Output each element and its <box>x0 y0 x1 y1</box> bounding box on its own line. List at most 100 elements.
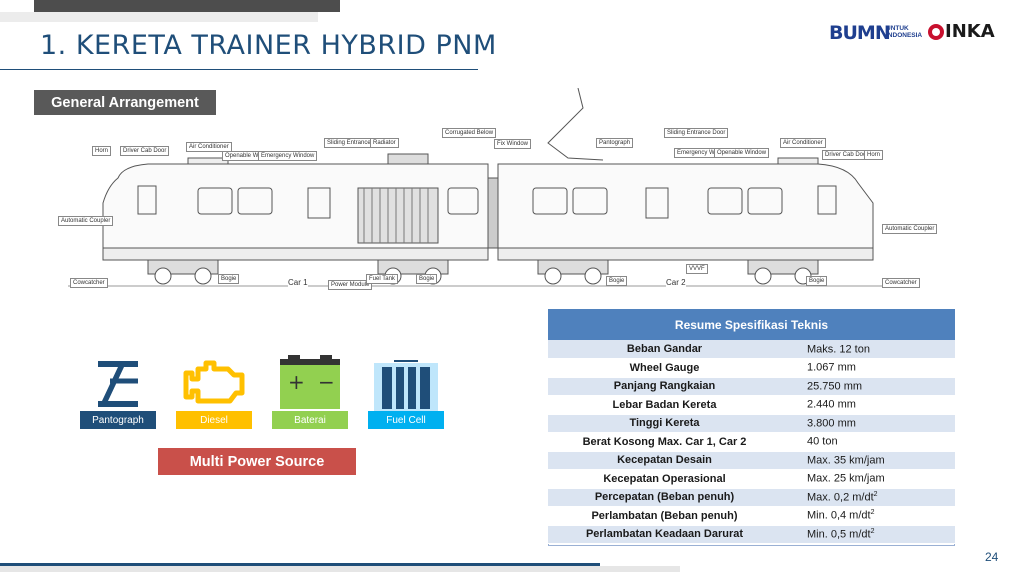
car-1-label: Car 1 <box>288 278 308 287</box>
window-2 <box>237 187 273 215</box>
radiator-grille <box>357 187 439 244</box>
gangway-bellows <box>487 177 499 249</box>
callout-bogie-1: Bogie <box>218 274 240 284</box>
spec-value: 1.067 mm <box>781 358 955 378</box>
callout-horn-right: Horn <box>864 150 884 160</box>
spec-value: Maks. 12 ton <box>781 340 955 359</box>
spec-value: 3.800 mm <box>781 414 955 433</box>
callout-cowcatcher-right: Cowcatcher <box>882 278 920 288</box>
spec-key: Berat Kosong Max. Car 1, Car 2 <box>548 432 781 452</box>
spec-key: Beban Gandar <box>548 340 781 359</box>
aircon-unit-right <box>777 157 819 165</box>
callout-openable-window-right: Openable Window <box>714 148 770 158</box>
spec-key: Percepatan (Beban penuh) <box>548 488 781 507</box>
callout-vvvf: VVVF <box>686 264 708 274</box>
bumn-logo-subtext: UNTUK INDONESIA <box>886 25 926 39</box>
spec-value-text: Max. 35 km/jam <box>807 454 885 467</box>
spec-value: Min. 0,4 m/dt2 <box>781 506 955 526</box>
general-arrangement-label: General Arrangement <box>34 90 216 115</box>
callout-power-module: Power Module <box>328 280 373 290</box>
spec-value: Max. 25 km/jam <box>781 469 955 489</box>
top-accent-bar-light <box>0 12 318 22</box>
callout-air-conditioner-right: Air Conditioner <box>780 138 826 148</box>
bumn-logo: BUMN <box>829 22 891 44</box>
callout-radiator: Radiator <box>370 138 399 148</box>
page-number: 24 <box>985 550 999 564</box>
underframe-car2 <box>497 247 874 261</box>
underframe-car1 <box>102 247 489 261</box>
spec-key: Perlambatan (Beban penuh) <box>548 506 781 526</box>
callout-sliding-door-right: Sliding Entrance Door <box>664 128 729 138</box>
window-3 <box>447 187 479 215</box>
train-side-view <box>68 87 918 287</box>
callout-bogie-4: Bogie <box>806 276 828 286</box>
spec-row: Beban Gandar Maks. 12 ton <box>548 340 955 359</box>
spec-value: 40 ton <box>781 432 955 452</box>
window-6 <box>707 187 743 215</box>
spec-value: Max. 0,2 m/dt2 <box>781 488 955 507</box>
callout-coupler-left: Automatic Coupler <box>58 216 114 226</box>
spec-value-text: 3.800 mm <box>807 417 856 430</box>
footer-bar-grey <box>0 566 680 572</box>
cab-window-right <box>817 185 837 215</box>
spec-value-text: 2.440 mm <box>807 399 856 412</box>
spec-row: Perlambatan (Beban penuh)Min. 0,4 m/dt2 <box>548 506 955 526</box>
radiator-roof-unit <box>387 153 429 165</box>
spec-key: Perlambatan Keadaan Darurat <box>548 525 781 544</box>
diesel-engine-icon <box>176 355 252 411</box>
spec-key: Lebar Badan Kereta <box>548 395 781 415</box>
callout-horn-left: Horn <box>92 146 112 156</box>
title-underline <box>0 69 478 70</box>
spec-key: Tinggi Kereta <box>548 414 781 433</box>
multi-power-source-label: Multi Power Source <box>158 448 356 475</box>
spec-value-text: Max. 25 km/jam <box>807 473 885 486</box>
spec-table-title: Resume Spesifikasi Teknis <box>548 309 955 340</box>
svg-text:−: − <box>318 370 335 394</box>
spec-key: Kecepatan Desain <box>548 451 781 470</box>
callout-air-conditioner-left: Air Conditioner <box>186 142 232 152</box>
spec-value-text: Max. 0,2 m/dt <box>807 491 874 504</box>
battery-tag: Baterai <box>272 411 348 429</box>
spec-value-text: Min. 0,4 m/dt <box>807 510 871 523</box>
spec-value-text: Min. 0,5 m/dt <box>807 528 871 541</box>
window-4 <box>532 187 568 215</box>
fuel-cell-tag: Fuel Cell <box>368 411 444 429</box>
spec-value-superscript: 2 <box>873 490 878 498</box>
callout-cowcatcher-left: Cowcatcher <box>70 278 108 288</box>
bumn-sub-line-2: INDONESIA <box>886 32 923 39</box>
spec-row: Lebar Badan Kereta 2.440 mm <box>548 395 955 415</box>
spec-row: Tinggi Kereta 3.800 mm <box>548 414 955 433</box>
door-window-2 <box>645 187 669 219</box>
diesel-tag: Diesel <box>176 411 252 429</box>
callout-coupler-right: Automatic Coupler <box>882 224 938 234</box>
top-accent-bar-dark <box>34 0 340 12</box>
svg-text:+: + <box>288 370 305 394</box>
window-7 <box>747 187 783 215</box>
spec-value: Min. 0,5 m/dt2 <box>781 525 955 544</box>
spec-row: Percepatan (Beban penuh)Max. 0,2 m/dt2 <box>548 488 955 507</box>
window-1 <box>197 187 233 215</box>
spec-row: Kecepatan Desain Max. 35 km/jam <box>548 451 955 470</box>
inka-mark-icon <box>928 23 944 40</box>
aircon-unit-left <box>187 157 229 165</box>
inka-logo-text: INKA <box>945 21 995 42</box>
spec-row: Kecepatan Operasional Max. 25 km/jam <box>548 469 955 489</box>
page-title: 1. KERETA TRAINER HYBRID PNM <box>40 30 497 61</box>
pantograph-sketch <box>547 87 604 161</box>
spec-value-text: 25.750 mm <box>807 380 863 393</box>
fuel-cell-icon <box>368 355 444 411</box>
cab-window-left <box>137 185 157 215</box>
spec-value-text: 1.067 mm <box>807 362 856 375</box>
callout-driver-cab-door-left: Driver Cab Door <box>120 146 170 156</box>
pantograph-tag: Pantograph <box>80 411 156 429</box>
spec-key: Kecepatan Operasional <box>548 469 781 489</box>
callout-bogie-2: Bogie <box>416 274 438 284</box>
spec-value: 2.440 mm <box>781 395 955 415</box>
spec-value-text: Maks. 12 ton <box>807 343 870 356</box>
inka-logo: INKA <box>928 21 995 42</box>
